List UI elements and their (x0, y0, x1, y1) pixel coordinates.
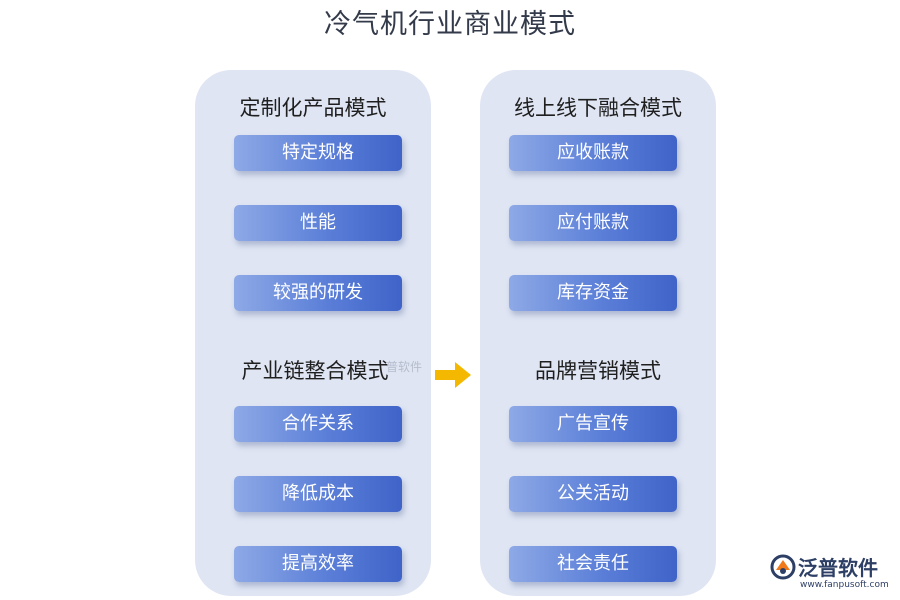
right-arrow-icon (435, 362, 471, 388)
item-accounts-receivable: 应收账款 (509, 135, 677, 171)
section-title-online-offline: 线上线下融合模式 (514, 96, 682, 120)
item-reduce-cost: 降低成本 (234, 476, 402, 512)
item-performance: 性能 (234, 205, 402, 241)
item-strong-rnd: 较强的研发 (234, 275, 402, 311)
page-title: 冷气机行业商业模式 (324, 9, 576, 40)
logo-icon (770, 554, 796, 580)
item-inventory-funds: 库存资金 (509, 275, 677, 311)
section-title-brand-marketing: 品牌营销模式 (535, 359, 661, 383)
item-social-responsibility: 社会责任 (509, 546, 677, 582)
section-title-industry-chain: 产业链整合模式 (241, 359, 389, 383)
brand-logo: 泛普软件 www.fanpusoft.com (770, 552, 895, 596)
item-accounts-payable: 应付账款 (509, 205, 677, 241)
item-advertising: 广告宣传 (509, 406, 677, 442)
right-column: 线上线下融合模式 应收账款 应付账款 库存资金 品牌营销模式 广告宣传 公关活动… (480, 70, 716, 596)
watermark-text: 普软件 (386, 360, 423, 374)
item-specific-specs: 特定规格 (234, 135, 402, 171)
item-improve-efficiency: 提高效率 (234, 546, 402, 582)
item-public-relations: 公关活动 (509, 476, 677, 512)
left-column: 定制化产品模式 特定规格 性能 较强的研发 产业链整合模式 合作关系 降低成本 … (195, 70, 431, 596)
logo-name: 泛普软件 (798, 556, 878, 580)
section-title-custom-product: 定制化产品模式 (239, 96, 387, 120)
logo-url: www.fanpusoft.com (800, 580, 889, 590)
item-partnership: 合作关系 (234, 406, 402, 442)
